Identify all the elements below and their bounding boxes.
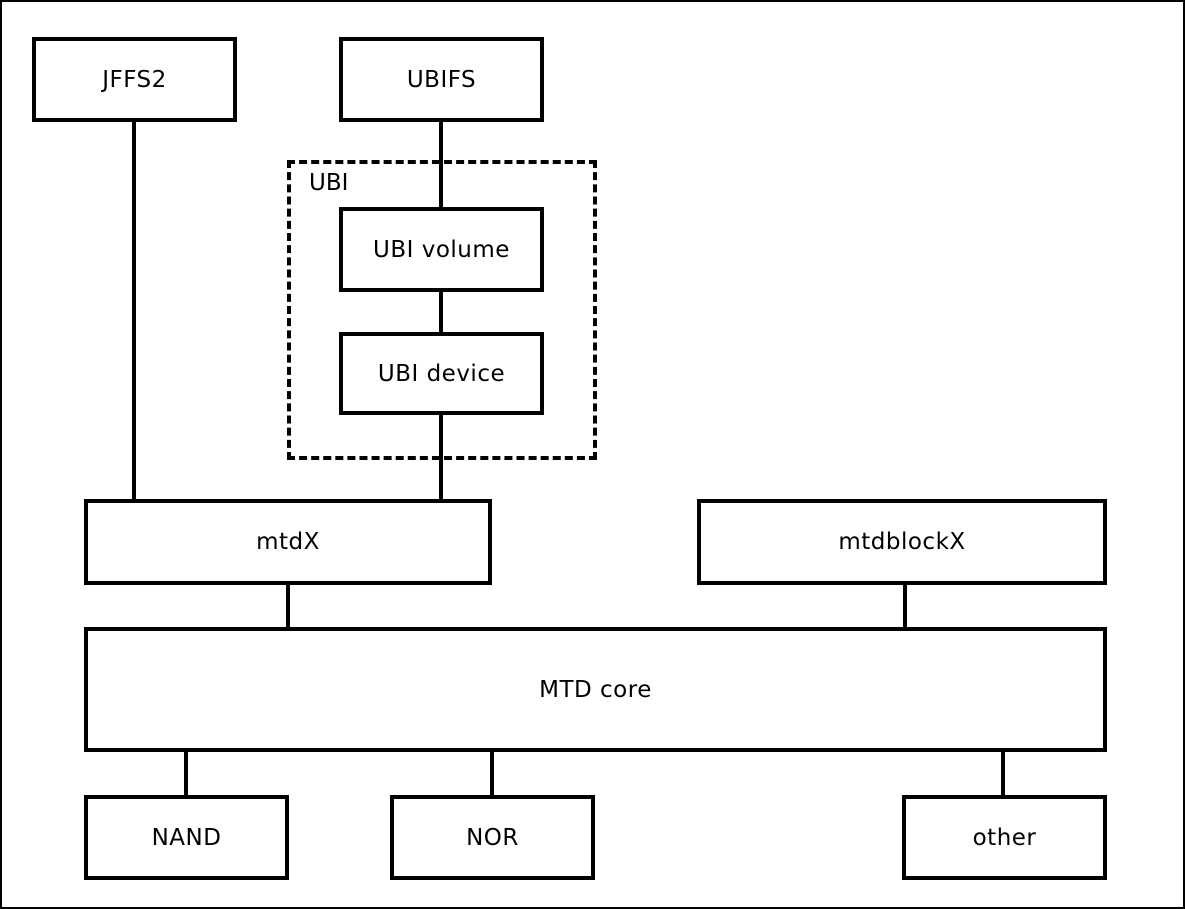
edge-mtd-core-to-other <box>1001 750 1005 799</box>
ubi-group-label: UBI <box>305 170 353 196</box>
edge-mtd-core-to-nor <box>490 750 494 799</box>
node-mtdblockx: mtdblockX <box>697 499 1107 585</box>
edge-mtdblockx-to-mtd-core <box>903 583 907 631</box>
node-nor: NOR <box>390 795 595 880</box>
node-nand: NAND <box>84 795 289 880</box>
node-ubi-device: UBI device <box>339 332 544 415</box>
node-mtdx-label: mtdX <box>256 529 320 555</box>
edge-mtdx-to-mtd-core <box>286 583 290 631</box>
node-ubi-volume-label: UBI volume <box>373 236 510 263</box>
edge-jffs2-to-mtdx <box>132 120 136 503</box>
node-ubifs: UBIFS <box>339 37 544 122</box>
node-nor-label: NOR <box>466 824 519 851</box>
edge-ubi-volume-to-ubi-device <box>439 290 443 336</box>
ubi-group-container: UBI <box>287 160 597 460</box>
edge-ubifs-to-ubi-volume <box>439 120 443 211</box>
edge-mtd-core-to-nand <box>184 750 188 799</box>
node-ubi-device-label: UBI device <box>377 360 506 387</box>
node-other: other <box>902 795 1107 880</box>
node-mtdblockx-label: mtdblockX <box>838 529 966 555</box>
node-mtdx: mtdX <box>84 499 492 585</box>
node-jffs2: JFFS2 <box>32 37 237 122</box>
node-nand-label: NAND <box>151 824 222 851</box>
node-mtd-core-label: MTD core <box>539 676 652 703</box>
node-mtd-core: MTD core <box>84 627 1107 752</box>
node-jffs2-label: JFFS2 <box>102 66 167 93</box>
node-ubifs-label: UBIFS <box>406 66 477 93</box>
node-ubi-volume: UBI volume <box>339 207 544 292</box>
node-other-label: other <box>972 824 1037 851</box>
